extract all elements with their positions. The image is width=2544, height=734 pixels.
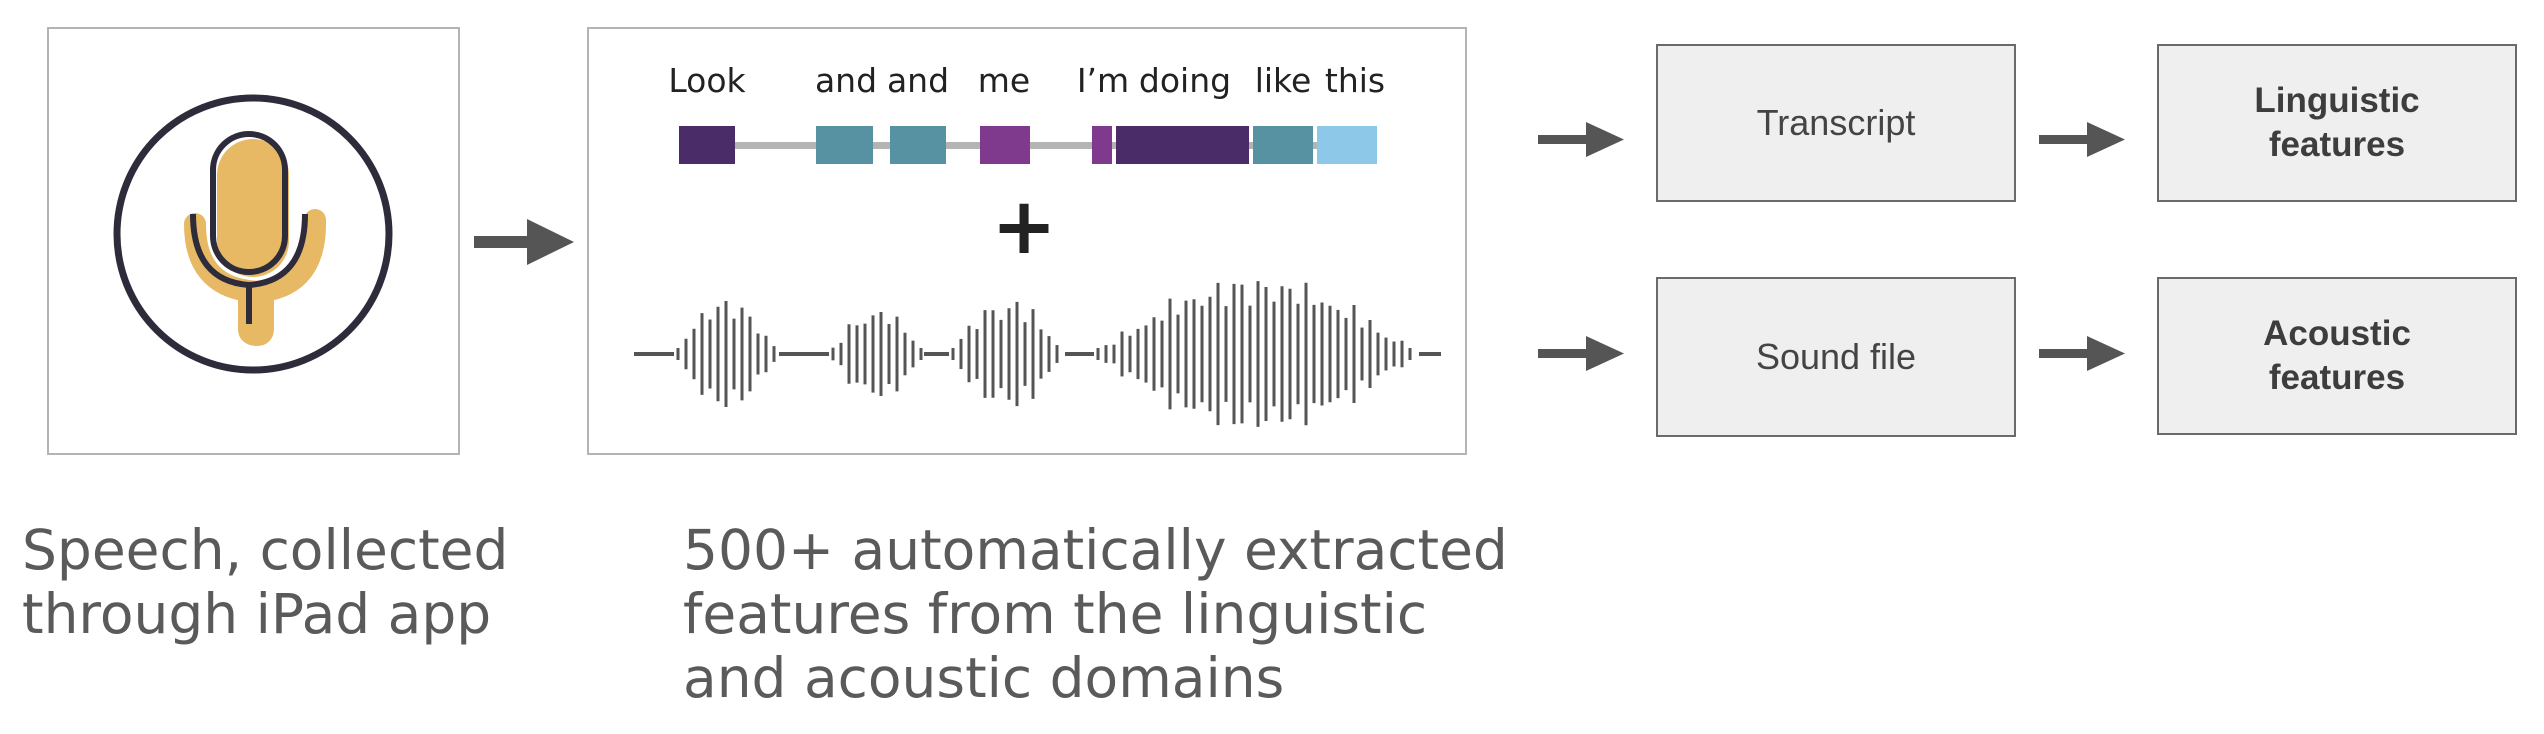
acoustic-features-line2: features (2268, 358, 2406, 397)
acoustic-features-line1: Acoustic (2263, 314, 2411, 353)
word-timeline (679, 126, 1377, 164)
sound-waveform (634, 281, 1441, 427)
acoustic-features-label: Acoustic features (2263, 312, 2411, 400)
speech-caption-line2: through iPad app (22, 582, 492, 646)
word-label: like (1254, 61, 1312, 100)
microphone-icon (113, 94, 393, 374)
word-label: Look (668, 61, 746, 100)
arrow-right-icon (2039, 122, 2125, 157)
linguistic-features-line2: features (2268, 125, 2406, 164)
features-caption-line3: and acoustic domains (683, 646, 1285, 710)
transcript-box: Transcript (1656, 44, 2016, 202)
word-label: this (1324, 61, 1386, 100)
speech-panel (47, 27, 460, 455)
features-caption: 500+ automatically extracted features fr… (683, 518, 1508, 710)
word-label: and (814, 61, 878, 100)
word-label: I’m (1076, 61, 1130, 100)
arrow-right-icon (2039, 336, 2125, 371)
acoustic-features-box: Acoustic features (2157, 277, 2517, 435)
transcript-label: Transcript (1756, 102, 1916, 143)
word-label: me (977, 61, 1031, 100)
linguistic-features-label: Linguistic features (2254, 79, 2419, 167)
word-label: and (886, 61, 950, 100)
linguistic-features-box: Linguistic features (2157, 44, 2517, 202)
linguistic-features-line1: Linguistic (2254, 81, 2420, 120)
features-caption-line2: features from the linguistic (683, 582, 1428, 646)
arrow-right-icon (1538, 122, 1624, 157)
features-caption-line1: 500+ automatically extracted (683, 518, 1508, 582)
arrow-right-icon (1538, 336, 1624, 371)
features-panel: Look and and me I’m doing like this + (587, 27, 1467, 455)
plus-symbol: + (991, 182, 1057, 272)
word-label: doing (1138, 61, 1232, 100)
arrow-right-icon (474, 219, 574, 265)
speech-caption: Speech, collected through iPad app (22, 518, 508, 646)
speech-caption-line1: Speech, collected (22, 518, 509, 582)
sound-file-box: Sound file (1656, 277, 2016, 437)
sound-file-label: Sound file (1755, 336, 1917, 377)
